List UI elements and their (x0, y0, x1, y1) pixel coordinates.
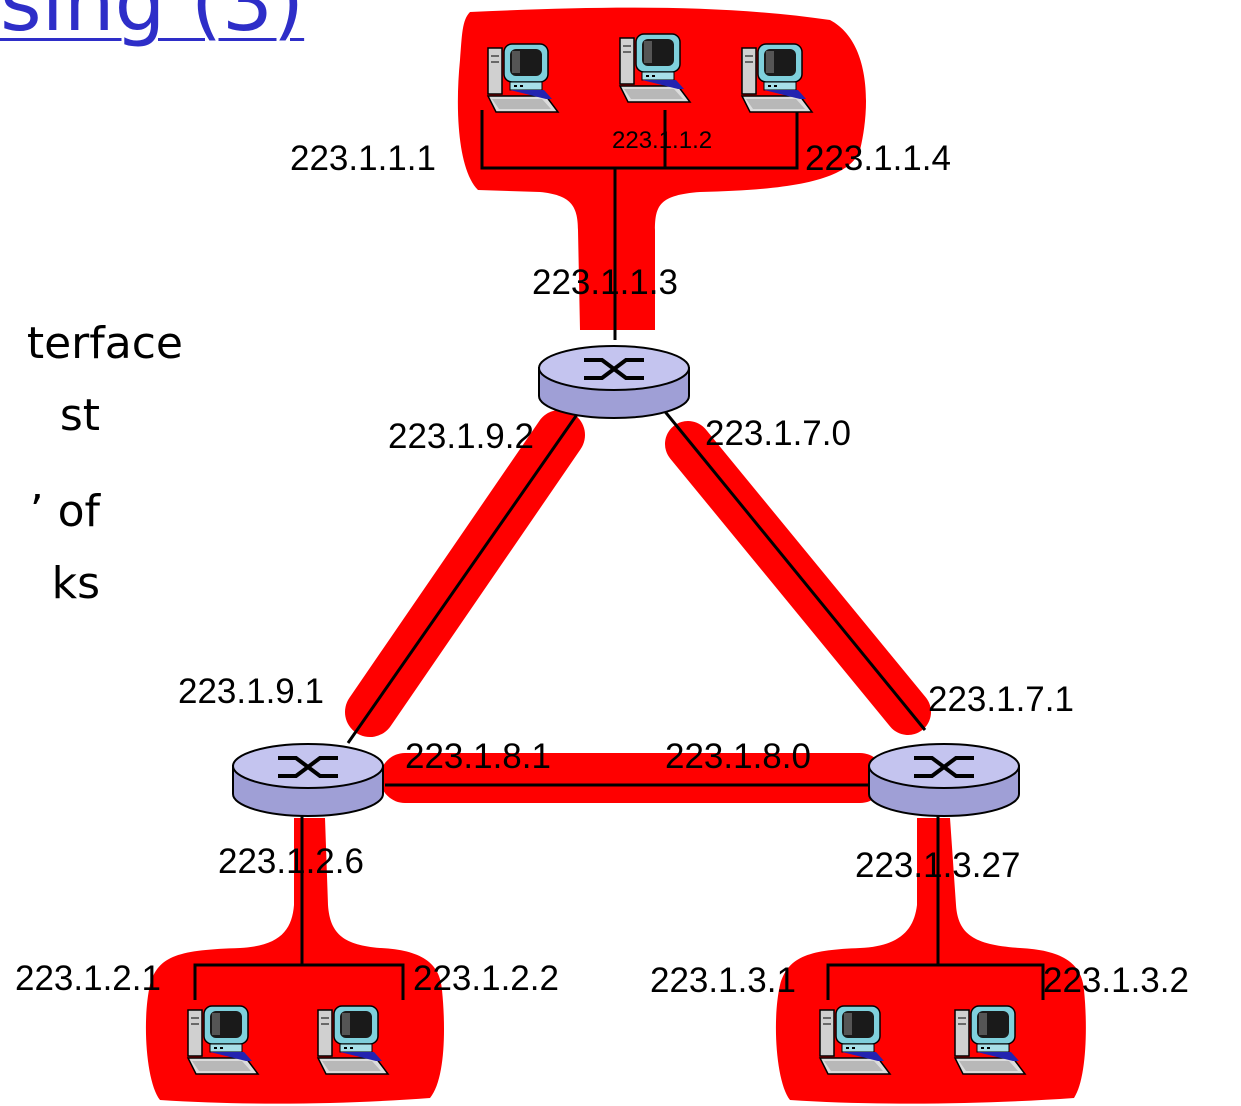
ip-label: 223.1.3.2 (1043, 961, 1189, 1000)
top-lan-wire (480, 110, 799, 170)
router-icon-top (537, 344, 691, 420)
host-icon-bottom-left-2 (317, 1005, 389, 1075)
router-icon-right (867, 742, 1021, 818)
body-text-line-4: ks (51, 558, 100, 609)
bottom-left-lan-wire (193, 963, 405, 1000)
body-text-line-3: ’ of (29, 486, 100, 537)
host-icon-top-right (741, 43, 813, 113)
router-icon-left (231, 742, 385, 818)
ip-label: 223.1.7.1 (928, 680, 1074, 719)
ip-label: 223.1.2.6 (218, 842, 364, 881)
ip-label: 223.1.8.0 (665, 737, 811, 776)
slide-title: sing (3) (0, 0, 305, 49)
body-text-line-2: st (59, 390, 100, 441)
ip-label: 223.1.9.1 (178, 672, 324, 711)
ip-label: 223.1.1.4 (805, 139, 951, 178)
ip-label: 223.1.7.0 (705, 414, 851, 453)
ip-label: 223.1.3.1 (650, 961, 796, 1000)
body-text-line-1: terface (26, 318, 183, 369)
ip-label: 223.1.8.1 (405, 737, 551, 776)
ip-label: 223.1.2.2 (413, 959, 559, 998)
ip-label: 223.1.9.2 (388, 417, 534, 456)
ip-label: 223.1.1.3 (532, 263, 678, 302)
host-icon-bottom-right-1 (819, 1005, 891, 1075)
ip-label: 223.1.2.1 (15, 959, 161, 998)
link-top-right (656, 402, 927, 731)
wires (193, 110, 1045, 1000)
host-icon-bottom-left-1 (187, 1005, 259, 1075)
ip-label: 223.1.1.1 (290, 139, 436, 178)
link-top-left (346, 402, 587, 744)
ip-label: 223.1.1.2 (612, 127, 712, 154)
ip-label: 223.1.3.27 (855, 846, 1020, 885)
link-highlight-right (665, 421, 931, 735)
ip-labels: 223.1.1.1 223.1.1.2 223.1.1.4 223.1.1.3 … (15, 127, 1189, 1000)
host-icon-top-mid (619, 33, 691, 103)
bottom-right-lan-wire (826, 963, 1045, 1000)
host-icon-top-left (487, 43, 559, 113)
routers (231, 344, 1021, 818)
host-icon-bottom-right-2 (954, 1005, 1026, 1075)
